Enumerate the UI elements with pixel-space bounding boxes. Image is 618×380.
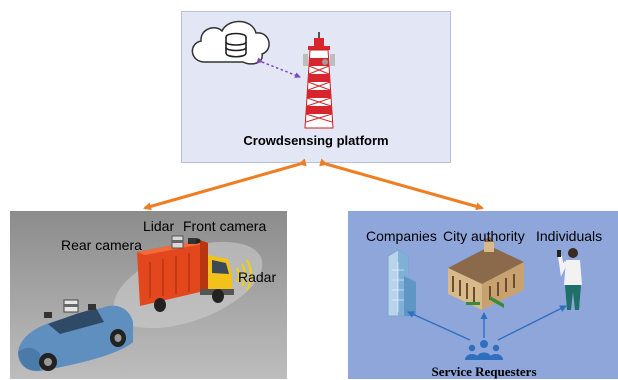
radar-waves-icon — [236, 259, 252, 291]
cell-tower-icon — [303, 32, 335, 129]
front-camera-icon — [188, 238, 201, 244]
platform-requesters-arrow — [319, 158, 484, 211]
car-icon — [18, 299, 133, 372]
request-arrow-individuals — [497, 305, 567, 341]
service-requesters-label: Service Requesters — [431, 364, 537, 379]
individual-person-icon — [557, 248, 582, 310]
companies-label: Companies — [366, 228, 437, 244]
lidar-label: Lidar — [143, 218, 175, 234]
rear-camera-label: Rear camera — [61, 237, 142, 253]
cloud-tower-link — [256, 57, 301, 78]
front-camera-label: Front camera — [183, 218, 267, 234]
service-requesters-group-icon — [465, 340, 503, 360]
platform-title: Crowdsensing platform — [243, 133, 389, 148]
company-building-icon — [387, 249, 416, 317]
lidar-sensor-icon — [171, 235, 184, 249]
individuals-label: Individuals — [536, 228, 603, 244]
request-arrow-companies — [407, 311, 471, 341]
city-authority-label: City authority — [443, 228, 525, 244]
cloud-database-icon — [191, 20, 270, 65]
platform-vehicles-arrow — [143, 158, 307, 211]
radar-label: Radar — [238, 269, 277, 285]
city-hall-icon — [448, 236, 524, 310]
